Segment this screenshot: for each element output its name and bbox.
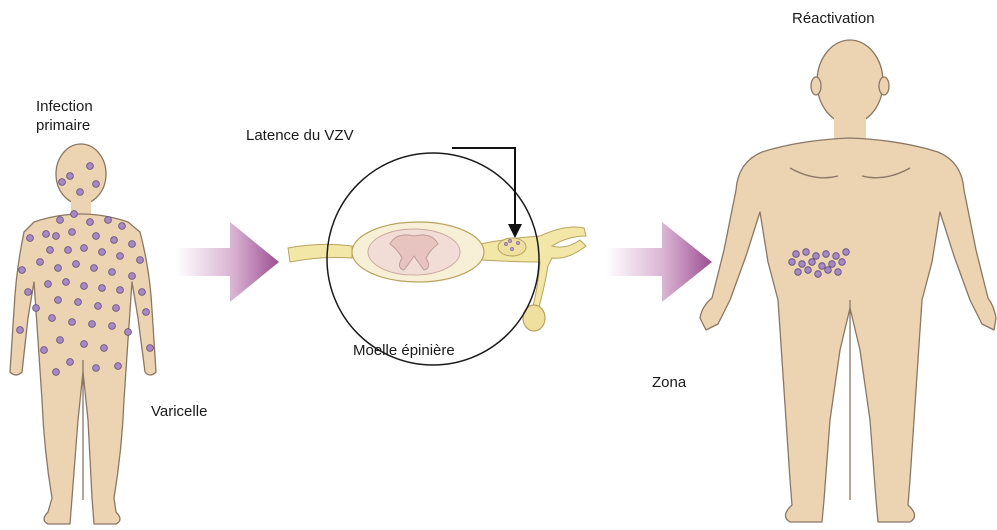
- lesion-dot: [815, 271, 822, 278]
- label-infection-line2: primaire: [36, 116, 93, 135]
- label-varicelle: Varicelle: [151, 402, 207, 421]
- lesion-dot: [117, 253, 124, 260]
- lesion-dot: [53, 233, 60, 240]
- lesion-dot: [129, 273, 136, 280]
- lesion-dot: [67, 359, 74, 366]
- lesion-dot: [119, 223, 126, 230]
- lesion-dot: [93, 181, 100, 188]
- lesion-dot: [19, 267, 26, 274]
- lesion-dot: [115, 363, 122, 370]
- lesion-dot: [117, 287, 124, 294]
- lesion-dot: [105, 217, 112, 224]
- label-vzv-latency: Latence du VZV: [246, 126, 354, 145]
- lesion-dot: [147, 345, 154, 352]
- lesion-dot: [93, 233, 100, 240]
- lesion-dot: [55, 265, 62, 272]
- lesion-dot: [510, 247, 514, 251]
- lesion-dot: [93, 365, 100, 372]
- lesion-dot: [59, 179, 66, 186]
- lesion-dot: [819, 263, 826, 270]
- lesion-dot: [516, 241, 520, 245]
- lesion-dot: [99, 285, 106, 292]
- lesion-dot: [89, 321, 96, 328]
- lesion-dot: [77, 189, 84, 196]
- lesion-dot: [125, 329, 132, 336]
- lesion-dot: [99, 249, 106, 256]
- lesion-dot: [81, 341, 88, 348]
- lesion-dot: [839, 259, 846, 266]
- spinal-cord-section: [288, 222, 586, 331]
- lesion-dot: [43, 231, 50, 238]
- lesion-dot: [37, 259, 44, 266]
- lesion-dot: [833, 253, 840, 260]
- lesion-dot: [795, 269, 802, 276]
- lesion-dot: [113, 305, 120, 312]
- lesion-dot: [53, 369, 60, 376]
- lesion-dot: [101, 345, 108, 352]
- lesion-dot: [137, 257, 144, 264]
- lesion-dot: [825, 267, 832, 274]
- lesion-dot: [25, 289, 32, 296]
- lesion-dot: [143, 309, 150, 316]
- lesion-dot: [67, 173, 74, 180]
- lesion-dot: [63, 279, 70, 286]
- lesion-dot: [49, 315, 56, 322]
- lesion-dot: [55, 297, 62, 304]
- lesion-dot: [129, 241, 136, 248]
- label-reactivation: Réactivation: [792, 9, 875, 28]
- adult-figure: [700, 40, 996, 522]
- lesion-dot: [843, 249, 850, 256]
- lesion-dot: [813, 253, 820, 260]
- lesion-dot: [33, 305, 40, 312]
- lesion-dot: [73, 261, 80, 268]
- lesion-dot: [823, 251, 830, 258]
- child-figure: [10, 144, 156, 524]
- label-primary-infection: Infection primaire: [36, 97, 93, 135]
- lesion-dot: [87, 163, 94, 170]
- lesion-dot: [799, 261, 806, 268]
- lesion-dot: [809, 259, 816, 266]
- label-spinal-cord: Moelle épinière: [353, 341, 455, 360]
- lesion-dot: [109, 323, 116, 330]
- lesion-dot: [47, 247, 54, 254]
- lesion-dot: [81, 283, 88, 290]
- lesion-dot: [41, 347, 48, 354]
- lesion-dot: [508, 239, 512, 243]
- lesion-dot: [69, 229, 76, 236]
- lesion-dot: [57, 217, 64, 224]
- transition-arrow-1: [176, 222, 279, 302]
- lesion-dot: [111, 237, 118, 244]
- lesion-dot: [789, 259, 796, 266]
- lesion-dot: [95, 303, 102, 310]
- lesion-dot: [65, 247, 72, 254]
- lesion-dot: [69, 319, 76, 326]
- lesion-dot: [45, 281, 52, 288]
- transition-arrow-2: [606, 222, 712, 302]
- lesion-dot: [504, 242, 508, 246]
- lesion-dot: [805, 267, 812, 274]
- lesion-dot: [91, 265, 98, 272]
- lesion-dot: [87, 219, 94, 226]
- lesion-dot: [109, 269, 116, 276]
- lesion-dot: [71, 211, 78, 218]
- lesion-dot: [75, 299, 82, 306]
- lesion-dot: [27, 235, 34, 242]
- label-zona: Zona: [652, 373, 686, 392]
- label-infection-line1: Infection: [36, 97, 93, 116]
- lesion-dot: [793, 251, 800, 258]
- lesion-dot: [17, 327, 24, 334]
- lesion-dot: [57, 337, 64, 344]
- lesion-dot: [81, 245, 88, 252]
- lesion-dot: [803, 249, 810, 256]
- lesion-dot: [829, 261, 836, 268]
- latency-pointer-arrow: [452, 148, 522, 238]
- lesion-dot: [835, 269, 842, 276]
- lesion-dot: [139, 289, 146, 296]
